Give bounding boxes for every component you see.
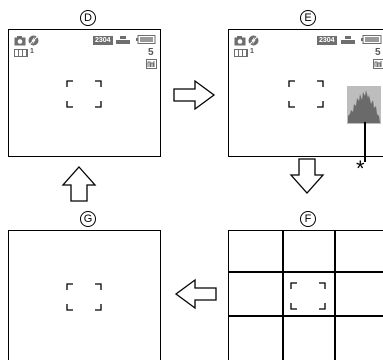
screen-f <box>228 230 383 360</box>
left-arrow-icon <box>175 279 217 309</box>
label-e: E <box>300 10 316 26</box>
shots-remaining: 5 <box>375 47 381 58</box>
flash-off-icon <box>248 35 259 46</box>
histogram-icon <box>347 86 381 124</box>
down-arrow-icon <box>290 158 324 194</box>
up-arrow-icon <box>62 166 96 202</box>
camera-mode-icon <box>234 36 246 46</box>
screen-d: 1 2304 5 <box>8 29 161 157</box>
af-frame <box>291 283 325 309</box>
screen-e: 1 2304 5 <box>228 29 383 157</box>
burst-count: 1 <box>250 48 254 55</box>
shots-remaining: 5 <box>148 47 154 58</box>
quality-icon <box>146 59 157 69</box>
battery-icon <box>136 35 156 44</box>
resolution-badge: 2304 <box>93 36 113 45</box>
burst-mode-icon <box>234 49 248 57</box>
annotation-marker: * <box>356 158 365 180</box>
burst-count: 1 <box>30 48 34 55</box>
screen-g <box>8 230 161 360</box>
af-frame <box>67 284 101 310</box>
burst-mode-icon <box>14 49 28 57</box>
camera-mode-icon <box>14 36 26 46</box>
label-f: F <box>300 211 316 227</box>
label-d: D <box>80 10 96 26</box>
label-g: G <box>80 211 96 227</box>
af-frame <box>289 81 323 107</box>
right-arrow-icon <box>173 80 215 110</box>
battery-icon <box>361 35 381 44</box>
aspect-ratio-icon <box>116 36 130 45</box>
af-frame <box>67 81 101 107</box>
quality-icon <box>373 59 383 69</box>
flash-off-icon <box>28 35 39 46</box>
aspect-ratio-icon <box>341 36 355 45</box>
resolution-badge: 2304 <box>317 36 337 45</box>
